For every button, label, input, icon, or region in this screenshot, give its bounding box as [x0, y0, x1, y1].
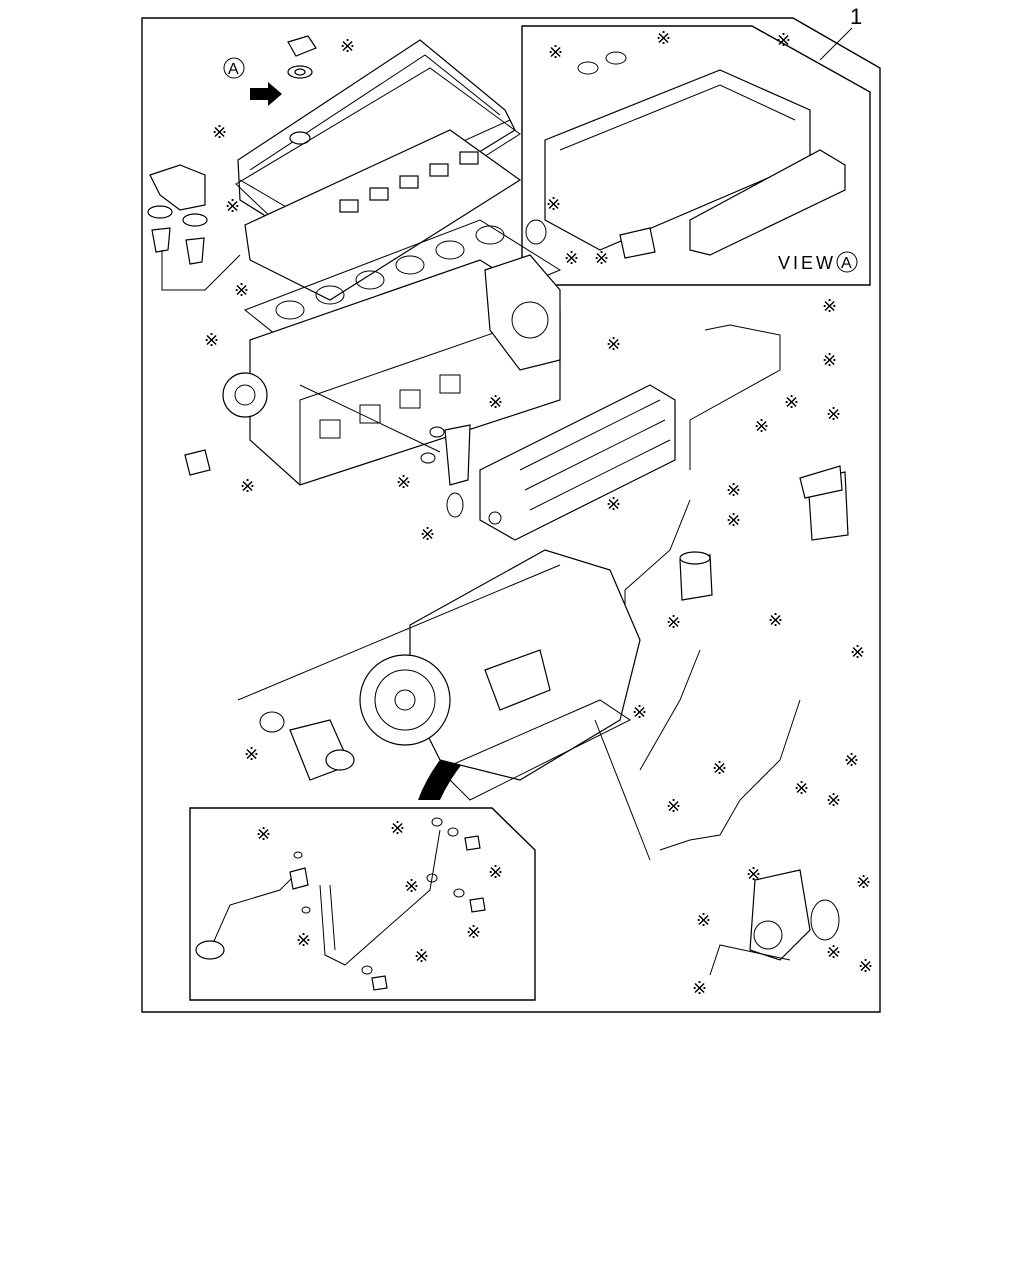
kit-part-mark: ※	[420, 524, 435, 544]
kit-part-mark: ※	[826, 404, 841, 424]
kit-part-mark: ※	[390, 818, 405, 838]
oil-cooler-element	[259, 711, 355, 781]
cylinder-block	[222, 259, 561, 486]
kit-part-mark: ※	[234, 280, 249, 300]
kit-part-mark: ※	[768, 610, 783, 630]
callout-number: 1	[850, 4, 862, 29]
kit-part-mark: ※	[396, 472, 411, 492]
thermostat-housing	[147, 164, 241, 291]
engine-lower-assembly	[359, 549, 641, 801]
kit-part-mark: ※	[826, 790, 841, 810]
kit-part-mark: ※	[776, 30, 791, 50]
sensor	[184, 449, 211, 476]
kit-part-mark: ※	[726, 480, 741, 500]
kit-part-mark: ※	[844, 750, 859, 770]
fuel-pipe	[624, 324, 781, 605]
intake-manifold	[479, 384, 676, 541]
kit-part-mark: ※	[754, 416, 769, 436]
kit-part-mark: ※	[256, 824, 271, 844]
oil-filler-cap	[287, 35, 317, 79]
cylinder-head	[244, 129, 522, 301]
kit-part-mark: ※	[488, 392, 503, 412]
kit-part-mark: ※	[696, 910, 711, 930]
kit-part-mark: ※	[666, 796, 681, 816]
kit-part-mark: ※	[244, 744, 259, 764]
kit-part-mark: ※	[712, 758, 727, 778]
kit-part-mark: ※	[784, 392, 799, 412]
kit-part-marks: ※※※※※※※※※※※※※※※※※※※※※※※※※※※※※※※※※※※※※※※※…	[204, 28, 873, 998]
kit-part-mark: ※	[666, 612, 681, 632]
kit-part-mark: ※	[794, 778, 809, 798]
flywheel-housing	[484, 254, 561, 371]
kit-part-mark: ※	[826, 942, 841, 962]
kit-part-mark: ※	[858, 956, 873, 976]
kit-part-mark: ※	[240, 476, 255, 496]
air-compressor	[749, 869, 840, 961]
kit-part-mark: ※	[606, 494, 621, 514]
kit-part-mark: ※	[548, 42, 563, 62]
kit-part-mark: ※	[296, 930, 311, 950]
kit-part-mark: ※	[856, 872, 871, 892]
kit-part-mark: ※	[594, 248, 609, 268]
kit-part-mark: ※	[546, 194, 561, 214]
kit-part-mark: ※	[656, 28, 671, 48]
kit-part-mark: ※	[606, 334, 621, 354]
kit-part-mark: ※	[404, 876, 419, 896]
kit-part-mark: ※	[822, 296, 837, 316]
kit-part-mark: ※	[340, 36, 355, 56]
kit-part-mark: ※	[488, 862, 503, 882]
kit-part-mark: ※	[204, 330, 219, 350]
kit-part-mark: ※	[692, 978, 707, 998]
kit-part-mark: ※	[414, 946, 429, 966]
marker-a-letter: A	[228, 61, 239, 78]
view-a-marker-letter: A	[841, 255, 852, 272]
kit-part-mark: ※	[850, 642, 865, 662]
view-a-marker-circle	[836, 251, 858, 273]
oil-filter	[799, 465, 849, 541]
kit-part-mark: ※	[822, 350, 837, 370]
main-frame	[141, 17, 881, 1013]
view-a-label: VIEW	[778, 253, 836, 273]
kit-part-mark: ※	[726, 510, 741, 530]
kit-part-mark: ※	[632, 702, 647, 722]
oil-line-inset-parts	[195, 817, 486, 991]
fuel-filter	[679, 551, 713, 601]
kit-part-mark: ※	[746, 864, 761, 884]
oil-line-inset-frame	[189, 807, 536, 1001]
view-a-inset-frame	[521, 25, 871, 286]
kit-part-mark: ※	[212, 122, 227, 142]
water-outlet-pipe	[420, 424, 471, 518]
view-direction-arrow	[250, 82, 282, 106]
kit-part-mark: ※	[466, 922, 481, 942]
view-a-cylinder-head	[525, 51, 846, 259]
kit-part-mark: ※	[225, 196, 240, 216]
kit-part-mark: ※	[564, 248, 579, 268]
marker-a-circle	[223, 57, 245, 79]
